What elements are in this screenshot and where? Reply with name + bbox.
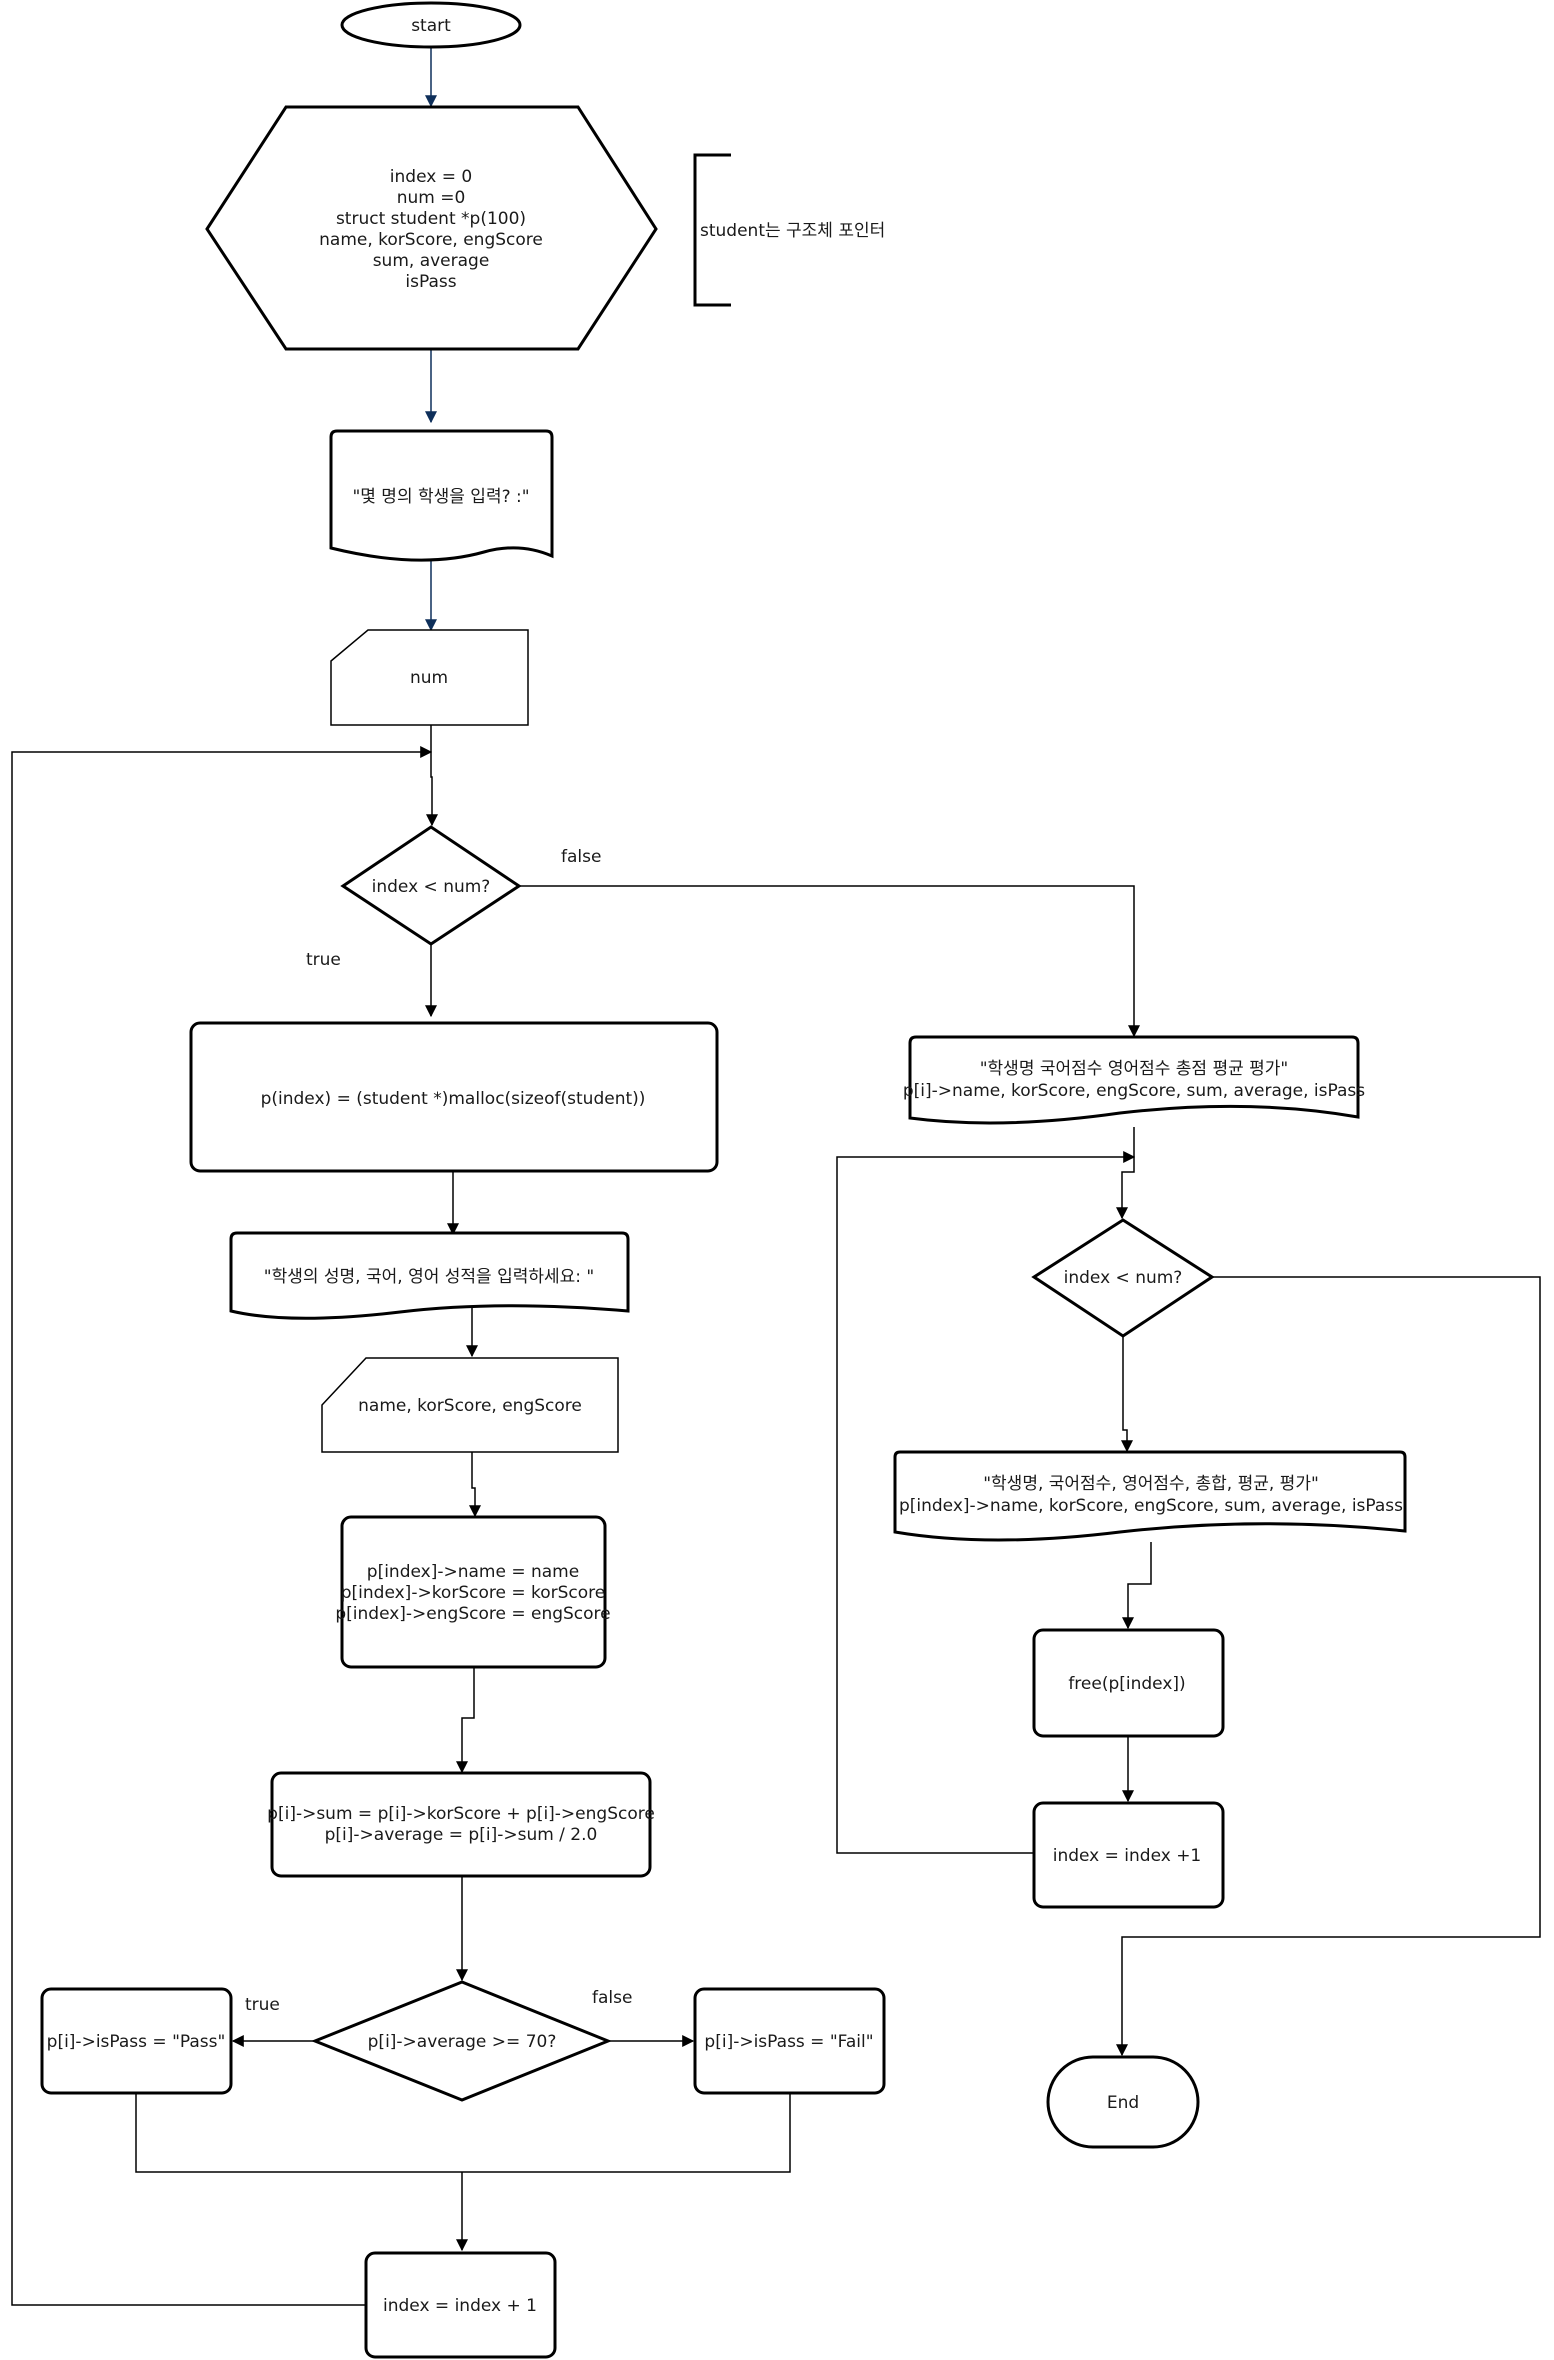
- free-process: [1032, 1628, 1225, 1738]
- avg-true-label: true: [245, 1995, 280, 2015]
- start-text: start: [411, 16, 451, 36]
- calc-process: [270, 1771, 652, 1878]
- row-print-node: "학생명, 국어점수, 영어점수, 총합, 평균, 평가" p[index]->…: [893, 1450, 1407, 1542]
- inc2-text: index = index +1: [1053, 1846, 1202, 1866]
- init-line-1: index = 0: [390, 167, 472, 187]
- edge-inc1-loop-back: [11, 746, 433, 2306]
- init-node: index = 0 num =0 struct student *p(100) …: [205, 105, 658, 351]
- calc-line-2: p[i]->average = p[i]->sum / 2.0: [325, 1825, 598, 1845]
- avg-false-label: false: [592, 1988, 632, 2008]
- prompt-count-node: "몇 명의 학생을 입력? :": [329, 429, 554, 562]
- prompt-student-node: "학생의 성명, 국어, 영어 성적을 입력하세요: ": [229, 1231, 630, 1320]
- init-preparation: [205, 105, 658, 351]
- inc1-process: [364, 2251, 557, 2359]
- calc-node: p[i]->sum = p[i]->korScore + p[i]->engSc…: [267, 1771, 655, 1878]
- malloc-text: p(index) = (student *)malloc(sizeof(stud…: [261, 1089, 646, 1109]
- header-print-line-2: p[i]->name, korScore, engScore, sum, ave…: [903, 1081, 1365, 1101]
- row-print-document: [893, 1450, 1407, 1542]
- fail-node: p[i]->isPass = "Fail": [693, 1987, 886, 2095]
- pass-process: [40, 1987, 233, 2095]
- fail-process: [693, 1987, 886, 2095]
- end-text: End: [1107, 2093, 1139, 2113]
- assign-node: p[index]->name = name p[index]->korScore…: [335, 1515, 611, 1669]
- edge-loop2-true: [1121, 1336, 1133, 1453]
- input-num-manual-input: [330, 629, 529, 726]
- inc2-process: [1032, 1801, 1225, 1909]
- avg-decision: [310, 1980, 613, 2102]
- free-node: free(p[index]): [1032, 1628, 1225, 1738]
- free-text: free(p[index]): [1068, 1674, 1185, 1694]
- avg-text: p[i]->average >= 70?: [368, 2032, 557, 2052]
- edge-fail-to-merge: [462, 2094, 791, 2173]
- annotation-note: student는 구조체 포인터: [693, 153, 885, 307]
- calc-line-1: p[i]->sum = p[i]->korScore + p[i]->engSc…: [267, 1804, 655, 1824]
- row-print-line-1: "학생명, 국어점수, 영어점수, 총합, 평균, 평가": [983, 1474, 1319, 1494]
- prompt-student-document: [229, 1231, 630, 1320]
- edge-assign-to-calc: [456, 1667, 475, 1774]
- edge-inc2-loop-back: [836, 1151, 1136, 1854]
- annotation-text: student는 구조체 포인터: [700, 221, 885, 241]
- loop2-decision: [1031, 1218, 1215, 1338]
- malloc-process: [189, 1021, 719, 1173]
- annotation-bracket: [693, 153, 731, 307]
- row-print-line-2: p[index]->name, korScore, engScore, sum,…: [899, 1496, 1403, 1516]
- prompt-student-text: "학생의 성명, 국어, 영어 성적을 입력하세요: ": [264, 1267, 594, 1287]
- init-line-4: name, korScore, engScore: [319, 230, 543, 250]
- malloc-node: p(index) = (student *)malloc(sizeof(stud…: [189, 1021, 719, 1173]
- input-student-manual-input: [321, 1357, 619, 1453]
- init-line-5: sum, average: [373, 251, 490, 271]
- loop1-text: index < num?: [372, 877, 491, 897]
- start-node: start: [340, 1, 522, 49]
- end-node: End: [1046, 2055, 1200, 2149]
- assign-line-1: p[index]->name = name: [367, 1562, 579, 1582]
- init-line-3: struct student *p(100): [336, 209, 526, 229]
- end-terminator: [1046, 2055, 1200, 2149]
- loop1-false-label: false: [561, 847, 601, 867]
- edge-loop1-false: [519, 885, 1140, 1038]
- loop2-text: index < num?: [1064, 1268, 1183, 1288]
- loop2-condition: index < num?: [1031, 1218, 1215, 1338]
- assign-process: [340, 1515, 607, 1669]
- edge-row-to-free: [1122, 1542, 1152, 1630]
- start-terminator: [340, 1, 522, 49]
- input-student-node: name, korScore, engScore: [321, 1357, 619, 1453]
- inc2-node: index = index +1: [1032, 1801, 1225, 1909]
- loop1-decision: [340, 825, 522, 946]
- input-num-text: num: [410, 668, 448, 688]
- edge-header-to-loop2: [1116, 1127, 1135, 1220]
- header-print-line-1: "학생명 국어점수 영어점수 총점 평균 평가": [980, 1059, 1289, 1079]
- loop1-condition: index < num?: [340, 825, 522, 946]
- pass-node: p[i]->isPass = "Pass": [40, 1987, 233, 2095]
- assign-line-2: p[index]->korScore = korScore: [341, 1583, 605, 1603]
- header-print-document: [908, 1035, 1360, 1125]
- avg-condition: p[i]->average >= 70?: [310, 1980, 613, 2102]
- edges: [11, 46, 1541, 2306]
- pass-text: p[i]->isPass = "Pass": [47, 2032, 226, 2052]
- edge-pass-to-merge: [135, 2094, 462, 2173]
- input-student-text: name, korScore, engScore: [358, 1396, 582, 1416]
- input-num-node: num: [330, 629, 529, 726]
- inc1-node: index = index + 1: [364, 2251, 557, 2359]
- edge-input-to-loop1: [426, 725, 438, 827]
- init-line-6: isPass: [405, 272, 456, 292]
- assign-line-3: p[index]->engScore = engScore: [335, 1604, 610, 1624]
- loop1-true-label: true: [306, 950, 341, 970]
- header-print-node: "학생명 국어점수 영어점수 총점 평균 평가" p[i]->name, kor…: [903, 1035, 1365, 1125]
- inc1-text: index = index + 1: [383, 2296, 537, 2316]
- fail-text: p[i]->isPass = "Fail": [704, 2032, 873, 2052]
- prompt-count-document: [329, 429, 554, 562]
- init-line-2: num =0: [397, 188, 466, 208]
- prompt-count-text: "몇 명의 학생을 입력? :": [352, 487, 529, 507]
- edge-loop2-false: [1116, 1276, 1541, 2057]
- edge-input2-to-assign: [469, 1452, 481, 1518]
